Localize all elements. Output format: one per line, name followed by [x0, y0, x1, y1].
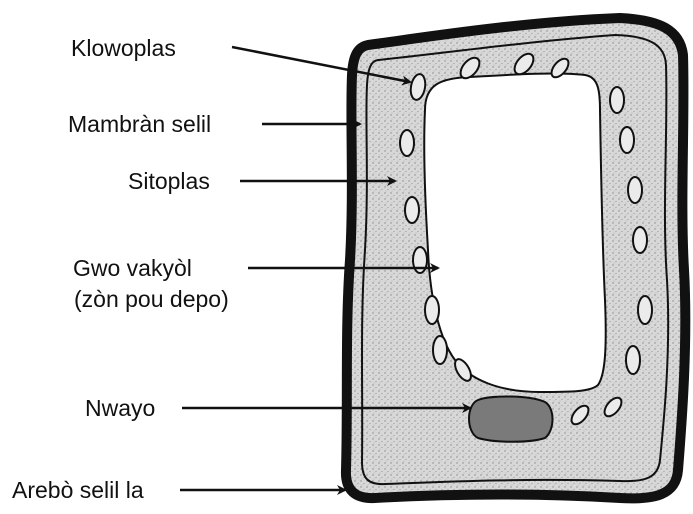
chloroplast [433, 336, 447, 364]
large-vacuole [424, 74, 606, 392]
chloroplast [633, 227, 647, 253]
chloroplast [628, 177, 642, 203]
chloroplast [638, 296, 652, 324]
label-cell-membrane: Mambràn selil [68, 111, 211, 137]
chloroplast [626, 346, 640, 374]
chloroplast [610, 87, 624, 113]
label-vacuole-line2: (zòn pou depo) [74, 286, 229, 312]
chloroplast [425, 296, 439, 324]
nucleus [469, 396, 553, 441]
label-cytoplasm: Sitoplas [128, 168, 210, 194]
label-chloroplast: Klowoplas [71, 35, 176, 61]
label-cell-wall: Arebò selil la [12, 477, 144, 503]
label-nucleus: Nwayo [85, 395, 155, 421]
chloroplast [405, 197, 419, 223]
chloroplast [620, 127, 634, 153]
label-vacuole-line1: Gwo vakyòl [73, 255, 192, 281]
chloroplast [400, 130, 414, 156]
